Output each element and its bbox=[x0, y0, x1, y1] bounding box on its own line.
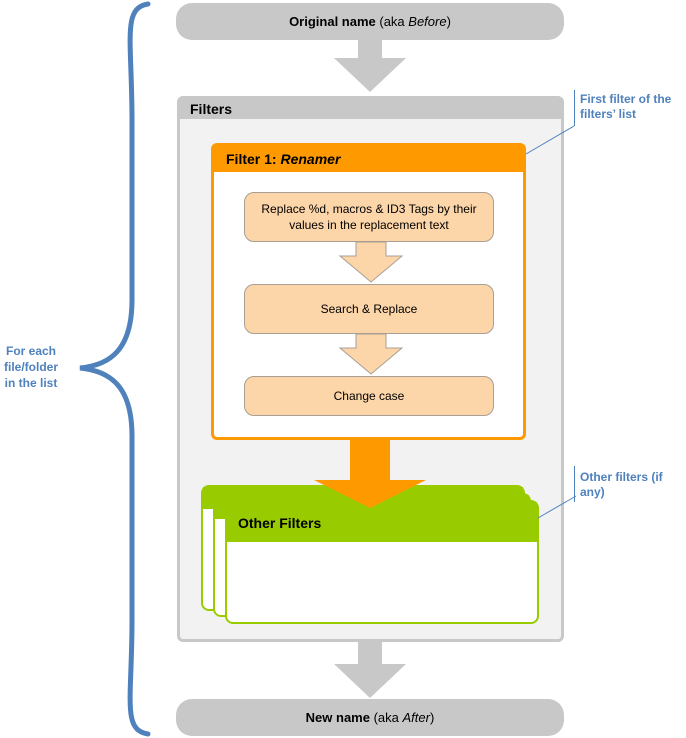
arrow-down-icon bbox=[338, 242, 404, 283]
first-filter-callout-line bbox=[525, 125, 575, 155]
original-name-node: Original name (aka Before) bbox=[176, 3, 564, 40]
other-filters-callout-bar bbox=[574, 466, 575, 502]
first-filter-callout-bar bbox=[574, 90, 575, 126]
other-filters-title: Other Filters bbox=[238, 515, 322, 531]
arrow-down-icon bbox=[338, 334, 404, 375]
other-filters-annotation: Other filters (if any) bbox=[580, 470, 663, 499]
filters-title: Filters bbox=[180, 99, 561, 119]
loop-annotation: For each file/folder in the list bbox=[3, 344, 58, 390]
loop-brace bbox=[79, 1, 151, 737]
first-filter-annotation: First filter of the filters’ list bbox=[580, 92, 672, 121]
renamer-title: Filter 1: Renamer bbox=[214, 146, 523, 172]
arrow-down-icon bbox=[334, 40, 406, 92]
step-search-replace: Search & Replace bbox=[244, 284, 494, 334]
other-filters-callout-line bbox=[537, 495, 577, 519]
new-name-node: New name (aka After) bbox=[176, 699, 564, 736]
other-filter-card-front bbox=[225, 500, 539, 624]
step-replace-macros: Replace %d, macros & ID3 Tags by their v… bbox=[244, 192, 494, 242]
step-change-case: Change case bbox=[244, 376, 494, 416]
arrow-down-icon bbox=[334, 642, 406, 698]
arrow-down-icon bbox=[314, 440, 426, 508]
